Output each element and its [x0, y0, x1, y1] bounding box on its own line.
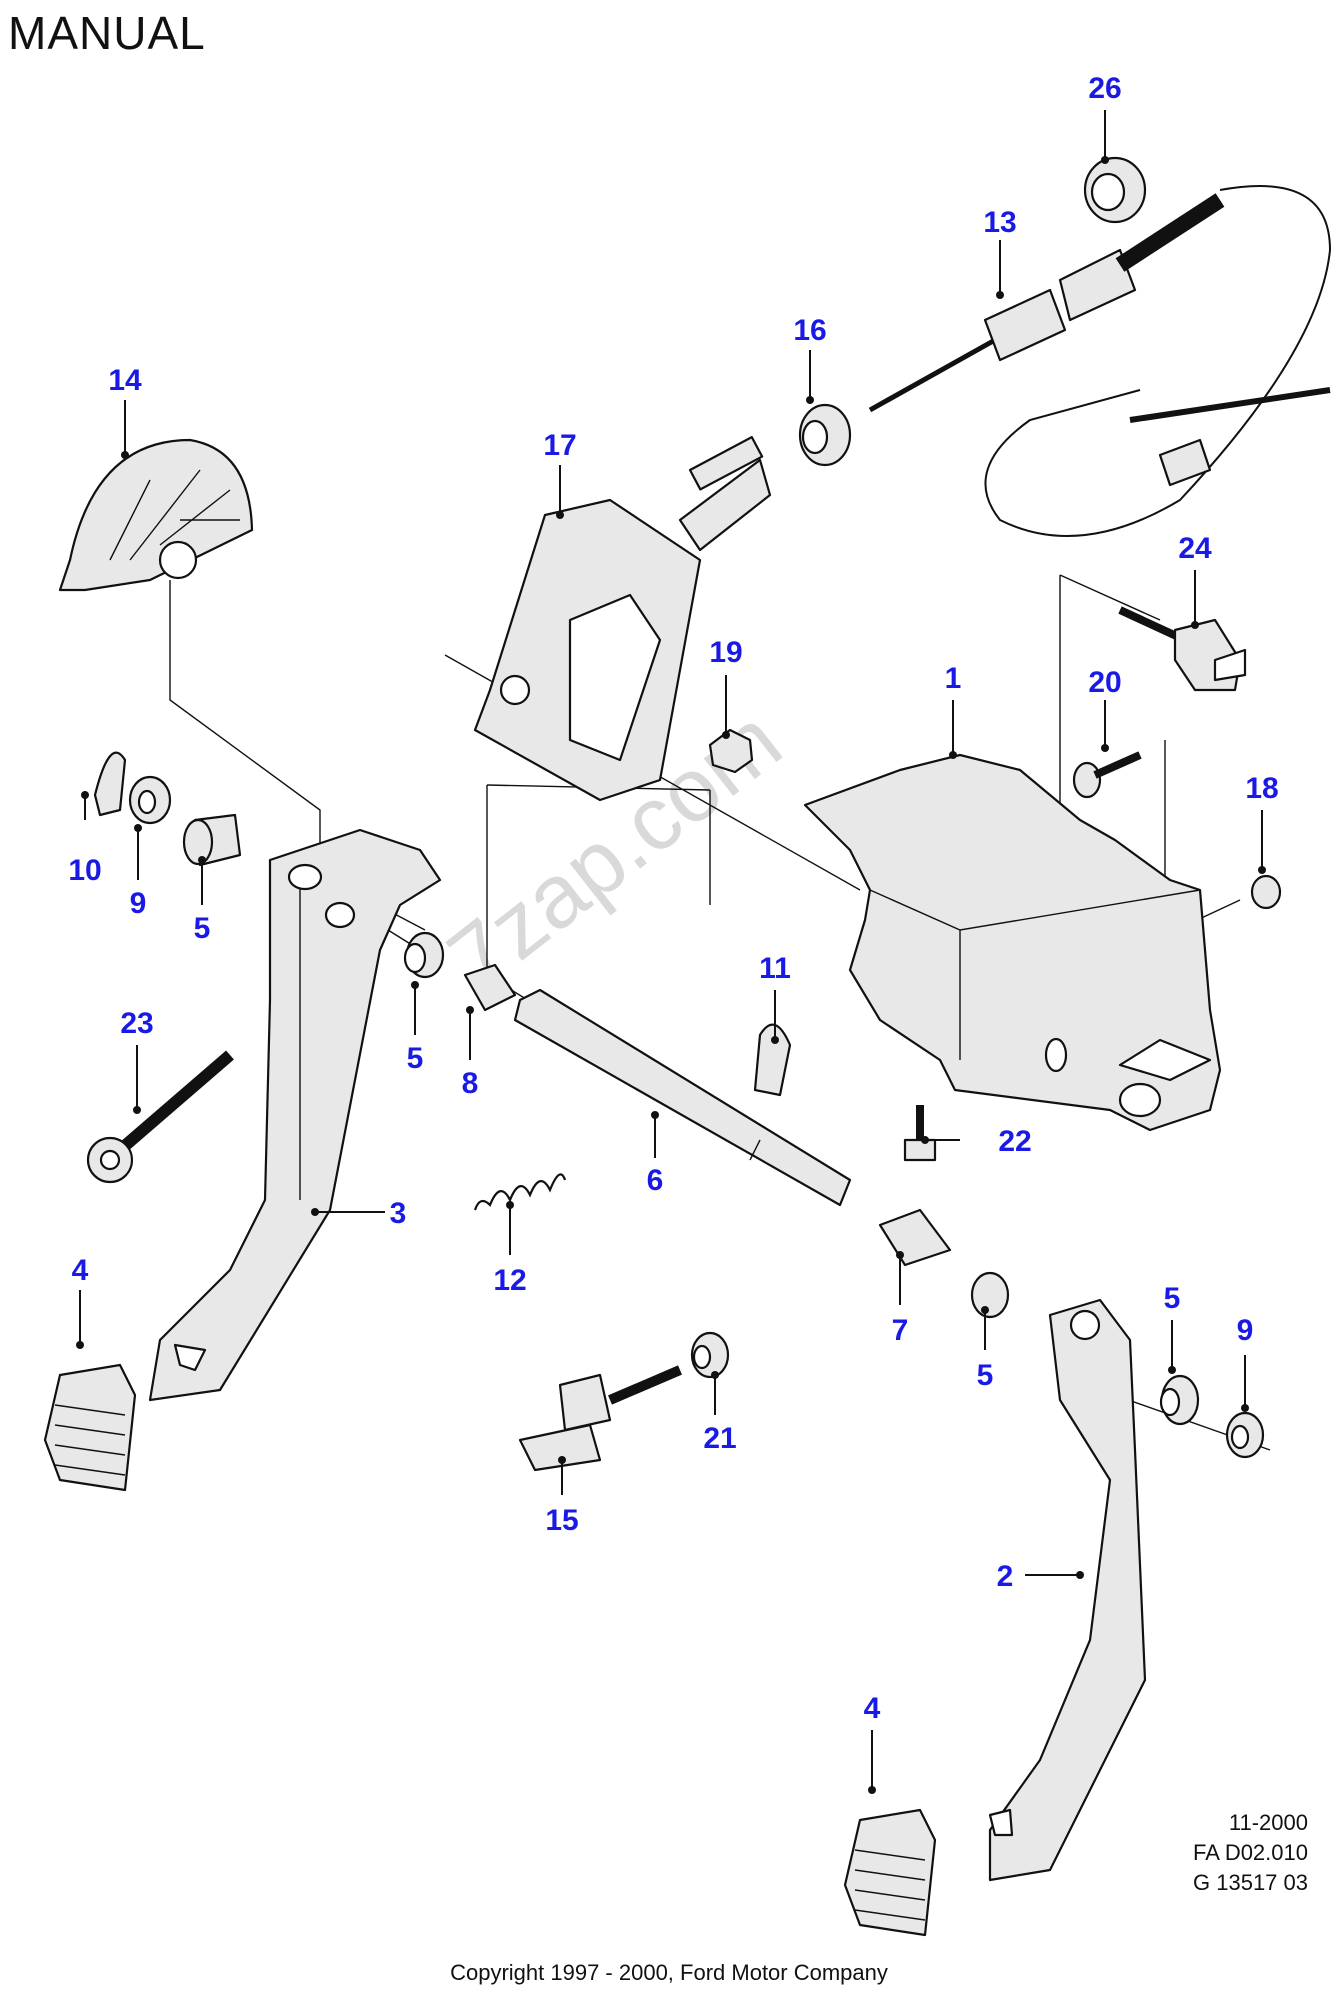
part-16-bushing — [798, 403, 852, 467]
callout-17: 17 — [543, 429, 576, 462]
callout-5-lower-center: 5 — [977, 1359, 994, 1392]
callout-21: 21 — [703, 1422, 736, 1455]
callout-12: 12 — [493, 1264, 526, 1297]
part-5-bushing-mid-left — [403, 931, 445, 979]
part-26-grommet — [1083, 156, 1147, 224]
callout-2: 2 — [997, 1560, 1014, 1593]
part-1-main-bracket — [803, 753, 1222, 1132]
part-4-pedal-pad-right — [843, 1808, 937, 1937]
part-5-bushing-right — [1159, 1374, 1200, 1426]
part-19-nut — [708, 728, 754, 774]
part-12-spring — [473, 1173, 567, 1211]
part-11-clip — [753, 1023, 792, 1097]
callout-9-left: 9 — [130, 887, 147, 920]
callout-19: 19 — [709, 636, 742, 669]
part-23-bolt — [86, 1050, 234, 1184]
fasteners — [708, 728, 1282, 1162]
callout-8: 8 — [462, 1067, 479, 1100]
part-7-bushing — [878, 1208, 952, 1267]
callout-5-right: 5 — [1164, 1282, 1181, 1315]
diagram-graphic-number: G 13517 03 — [1193, 1870, 1308, 1895]
diagram-reference-code: FA D02.010 — [1193, 1840, 1308, 1865]
callout-18: 18 — [1245, 772, 1278, 805]
callout-4-right: 4 — [864, 1692, 881, 1725]
part-6-shaft — [513, 988, 852, 1207]
callout-4-left: 4 — [72, 1254, 89, 1287]
part-3-clutch-pedal — [148, 828, 442, 1402]
part-13-cable — [868, 185, 1332, 537]
part-9-washer-right — [1225, 1411, 1265, 1459]
callout-5-mid-left: 5 — [407, 1042, 424, 1075]
callout-20: 20 — [1088, 666, 1121, 699]
callout-15: 15 — [545, 1504, 578, 1537]
part-10-clip-left — [93, 751, 127, 817]
part-5-bushing-upper-left — [182, 813, 242, 867]
callout-11: 11 — [759, 952, 791, 985]
callout-5-upper-left: 5 — [194, 912, 211, 945]
callout-13: 13 — [983, 206, 1016, 239]
part-24-switch — [1118, 606, 1247, 692]
leader-lines — [76, 110, 1266, 1794]
part-20-bolt — [1072, 751, 1142, 799]
callout-10: 10 — [68, 854, 101, 887]
part-15-sensor — [518, 1365, 682, 1472]
callout-7: 7 — [892, 1314, 909, 1347]
part-5-bushing-lower-center — [970, 1271, 1010, 1319]
callout-22: 22 — [998, 1125, 1031, 1158]
callout-16: 16 — [793, 314, 826, 347]
diagram-date: 11-2000 — [1228, 1810, 1308, 1835]
part-22-bolt — [903, 1105, 937, 1162]
callout-6: 6 — [647, 1164, 664, 1197]
callout-labels: 14 17 16 13 26 24 19 1 20 18 10 9 5 11 5… — [68, 72, 1278, 1725]
part-18-nut — [1250, 874, 1282, 910]
callout-9-right: 9 — [1237, 1314, 1254, 1347]
copyright-notice: Copyright 1997 - 2000, Ford Motor Compan… — [450, 1960, 888, 1985]
part-17-bracket — [473, 436, 772, 802]
callout-26: 26 — [1088, 72, 1121, 105]
callout-23: 23 — [120, 1007, 153, 1040]
part-8-bushing — [463, 963, 517, 1012]
callout-1: 1 — [945, 662, 962, 695]
part-4-pedal-pad-left — [43, 1363, 137, 1492]
callout-24: 24 — [1178, 532, 1212, 565]
callout-3: 3 — [390, 1197, 407, 1230]
part-9-washer-left — [128, 775, 172, 825]
part-2-brake-pedal — [988, 1298, 1147, 1882]
part-21-bushing — [690, 1331, 730, 1379]
callout-14: 14 — [108, 364, 142, 397]
page-title: MANUAL — [8, 7, 206, 59]
part-14-cover — [58, 438, 254, 592]
